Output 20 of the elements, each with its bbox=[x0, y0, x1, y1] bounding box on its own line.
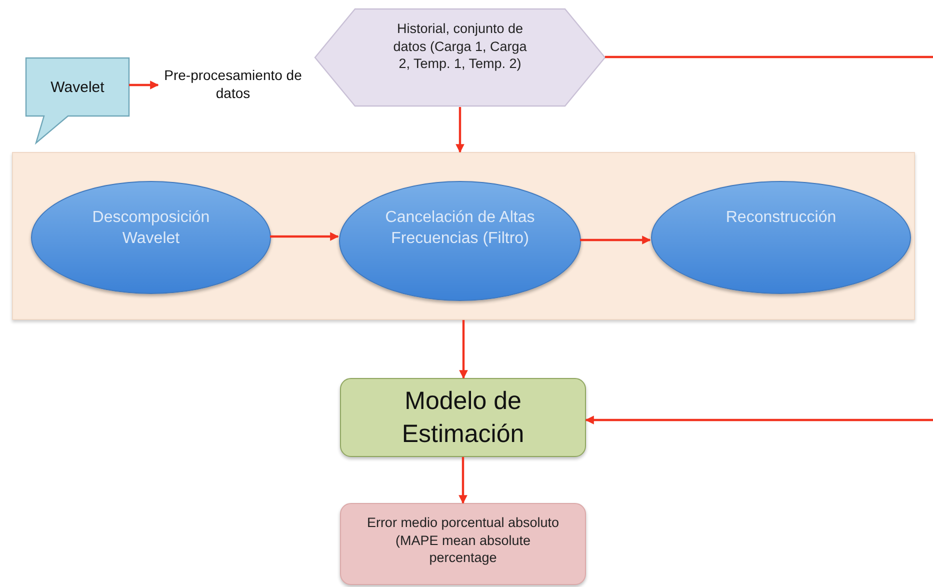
process-box bbox=[340, 378, 586, 457]
arrow bbox=[129, 80, 159, 90]
arrow bbox=[456, 107, 464, 153]
node-label: Wavelet bbox=[50, 78, 106, 98]
node-label: Historial, conjunto de datos (Carga 1, Carga 2, Temp. 1, Temp. 2) bbox=[392, 20, 528, 73]
node-label: Cancelación de Altas Frecuencias (Filtro) bbox=[384, 208, 536, 249]
arrow bbox=[585, 416, 933, 424]
node-label: Modelo de Estimación bbox=[400, 386, 526, 450]
arrow bbox=[580, 236, 651, 244]
node-label: Reconstrucción bbox=[724, 208, 838, 228]
arrow bbox=[270, 232, 339, 241]
node-label: Descomposición Wavelet bbox=[91, 208, 211, 249]
data-hexagon bbox=[315, 8, 605, 107]
process-band bbox=[12, 152, 915, 320]
arrow bbox=[459, 320, 468, 379]
node-label: Error medio porcentual absoluto (MAPE mean absolute percentage bbox=[366, 514, 560, 567]
callout-bubble bbox=[26, 58, 129, 144]
result-box bbox=[340, 503, 586, 585]
node-label: Pre-procesamiento de datos bbox=[163, 66, 303, 102]
arrow bbox=[458, 457, 468, 504]
